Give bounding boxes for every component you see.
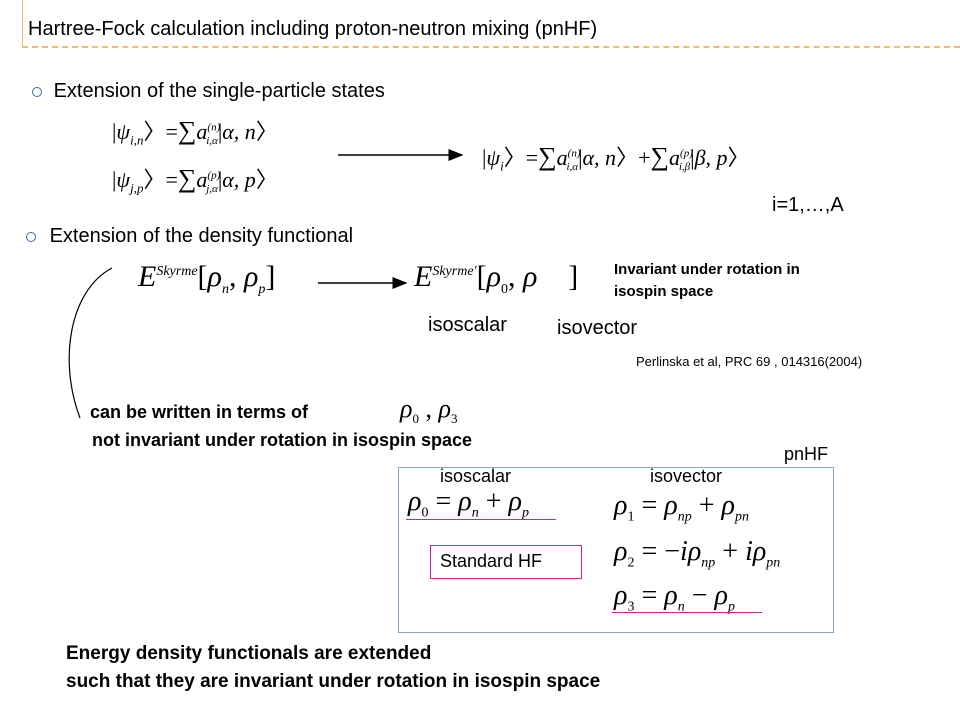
- conclusion-line2: such that they are invariant under rotat…: [66, 671, 601, 692]
- header-rule-vertical: [22, 0, 23, 46]
- equation-rho0-rho3: ρ0 , ρ3: [400, 394, 458, 427]
- equation-psi-n: |ψi,n〉=∑a(n)i,α|α, n〉: [112, 116, 278, 148]
- bracket-curve: [68, 267, 113, 419]
- equation-rho2: ρ2 = −iρnp + iρpn: [614, 536, 781, 571]
- conclusion-text: Energy density functionals are extended …: [66, 640, 600, 696]
- pnhf-label: pnHF: [784, 444, 829, 464]
- isoscalar-label: isoscalar: [428, 314, 507, 336]
- equation-rho3: ρ3 = ρn − ρp: [614, 580, 735, 615]
- box-isoscalar-label: isoscalar: [440, 466, 512, 486]
- equation-rho0: ρ0 = ρn + ρp: [408, 486, 529, 521]
- standard-hf-box: [430, 545, 582, 579]
- can-be-written-text: can be written in terms of: [90, 402, 309, 422]
- reference-citation: Perlinska et al, PRC 69 , 014316(2004): [636, 354, 863, 369]
- invariant-note: Invariant under rotation in isospin spac…: [614, 261, 800, 300]
- bullet-icon: [32, 87, 42, 97]
- slide-title: Hartree-Fock calculation including proto…: [28, 18, 598, 40]
- header-dashed-rule: [22, 46, 960, 48]
- rho0-underline: [406, 519, 556, 520]
- isovector-label: isovector: [557, 317, 638, 339]
- index-range: i=1,…,A: [772, 194, 844, 216]
- not-invariant-text: not invariant under rotation in isospin …: [92, 430, 473, 450]
- equation-psi-p: |ψj,p〉=∑a(p)j,α|α, p〉: [112, 164, 278, 196]
- conclusion-line1: Energy density functionals are extended: [66, 643, 432, 664]
- pnhf-box: [398, 467, 834, 633]
- rho3-underline: [612, 612, 762, 613]
- section1-heading: Extension of the single-particle states: [32, 80, 385, 103]
- box-isovector-label: isovector: [650, 466, 723, 486]
- section2-heading: Extension of the density functional: [26, 225, 353, 248]
- equation-e-skyrme-prime: ESkyrme′[ρ0, ρ⃗ ]: [414, 260, 579, 297]
- equation-psi-mixed: |ψi〉=∑a(n)i,α|α, n〉+∑a(p)i,β|β, p〉: [482, 142, 750, 174]
- equation-rho1: ρ1 = ρnp + ρpn: [614, 490, 749, 525]
- bullet-icon: [26, 232, 36, 242]
- equation-e-skyrme: ESkyrme[ρn, ρp]: [138, 260, 276, 297]
- standard-hf-label: Standard HF: [440, 551, 543, 571]
